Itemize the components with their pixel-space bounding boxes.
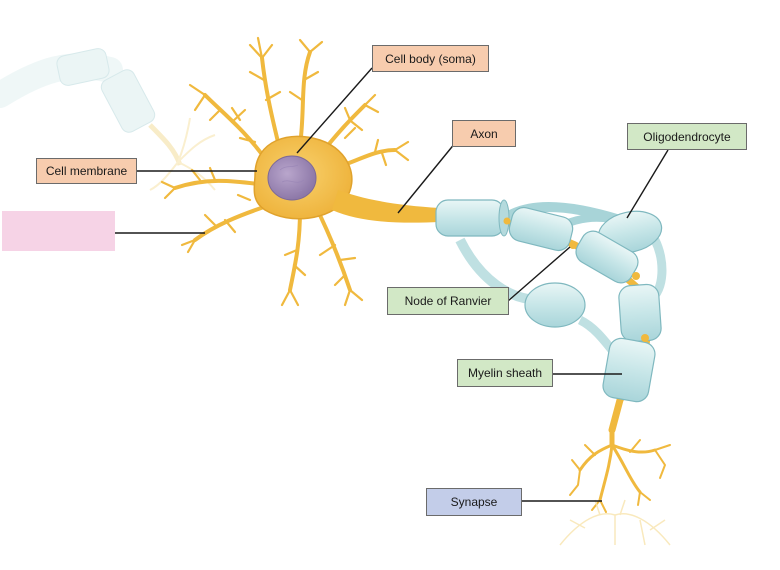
myelin-segment bbox=[602, 337, 656, 403]
faded-neighbor-neuron bbox=[0, 48, 216, 191]
axon-label: Axon bbox=[452, 120, 516, 147]
leader-lines bbox=[115, 67, 669, 502]
myelin-segment bbox=[618, 283, 662, 343]
cell-body-label: Cell body (soma) bbox=[372, 45, 489, 72]
nodes-of-ranvier bbox=[503, 217, 649, 342]
nucleus-texture bbox=[279, 164, 305, 193]
myelin-segment bbox=[435, 199, 505, 237]
myelin-sheath-label: Myelin sheath bbox=[457, 359, 553, 387]
target-cell-dendrites bbox=[559, 499, 671, 546]
blank-label-box bbox=[2, 211, 115, 251]
myelin-segment bbox=[575, 230, 639, 284]
oligodendrocyte-label: Oligodendrocyte bbox=[627, 123, 747, 150]
axon-terminal bbox=[569, 427, 671, 513]
myelin-segment bbox=[508, 206, 574, 252]
node-of-ranvier-label: Node of Ranvier bbox=[387, 287, 509, 315]
myelin-sheath-segments bbox=[435, 199, 662, 403]
synapse-label: Synapse bbox=[426, 488, 522, 516]
cell-membrane-label: Cell membrane bbox=[36, 158, 137, 184]
nucleus bbox=[267, 155, 317, 201]
